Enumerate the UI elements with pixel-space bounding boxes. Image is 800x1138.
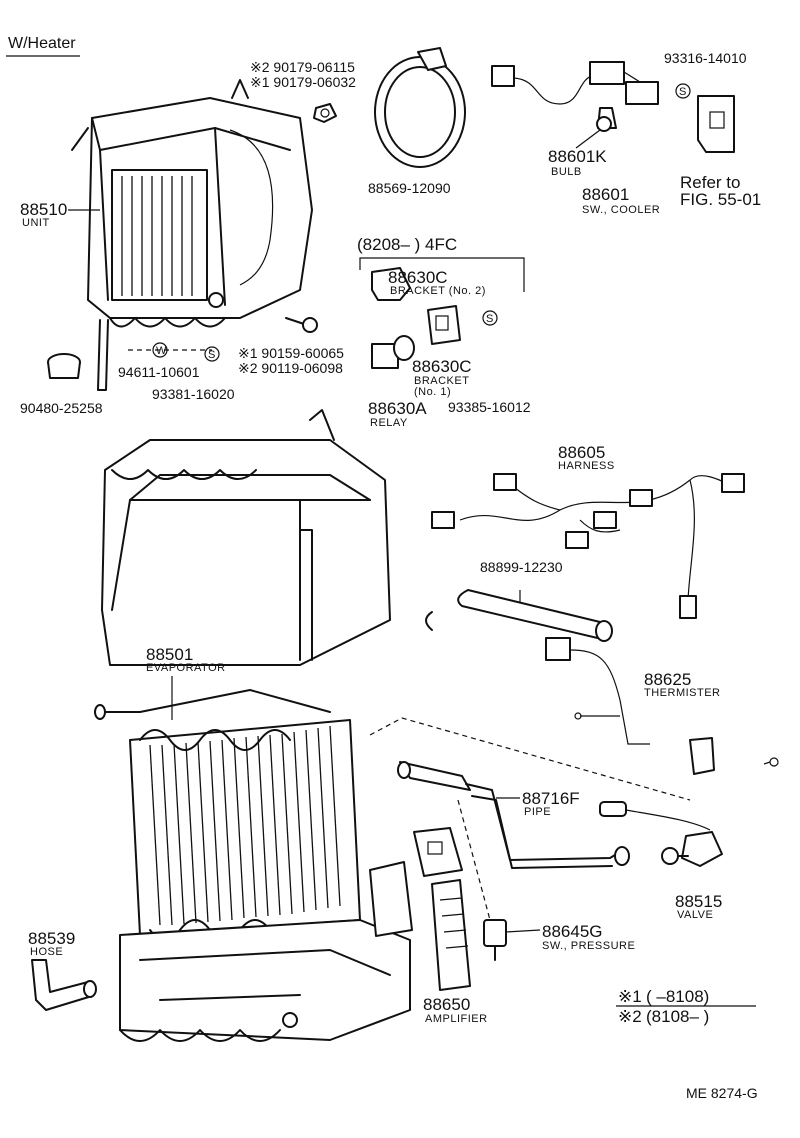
s-mark-93385: S [482,310,498,326]
clip-plate-drawing [689,737,715,775]
part-88899-12230: 88899-12230 [480,559,563,575]
nut-fastener-top [313,103,337,123]
valve-drawing [599,801,723,867]
lower-case-drawing [119,861,413,1042]
grommet-drawing [47,353,81,379]
part-88630c-bracket: BRACKET [414,375,469,387]
amplifier-bracket-drawing [413,827,463,877]
relay-drawing [371,335,415,369]
part-88601-sw-cooler: SW., COOLER [582,204,660,216]
cooler-switch-drawing [491,61,659,132]
part-88716f-pipe: PIPE [524,806,551,818]
part-88539-hose: HOSE [30,946,63,958]
small-clip-drawing [425,611,433,631]
figure-code: ME 8274-G [686,1085,758,1101]
part-88569-12090: 88569-12090 [368,180,451,196]
heater-unit-drawing [71,79,313,391]
part-88501: 88501 [146,645,193,664]
small-screw-drawing [763,757,779,767]
svg-text:S: S [486,313,494,325]
foam-tube-drawing [457,589,613,642]
part-88630c-no1: 88630C [412,357,472,376]
w-mark: W [152,342,168,358]
part-90179-06032: ※1 90179-06032 [250,74,356,90]
part-90119-06098: ※2 90119-06098 [238,360,343,376]
bracket-no2-drawing [371,267,411,301]
part-88601k: 88601K [548,147,607,166]
part-88650-amplifier: AMPLIFIER [425,1013,488,1025]
part-88630c-no1-sub: (No. 1) [414,386,451,398]
part-88510: 88510 [20,200,67,219]
part-88601k-bulb: BULB [551,166,582,178]
s-mark-93381: S [204,346,220,362]
part-88605-harness: HARNESS [558,460,615,472]
cover-plate-drawing [697,95,735,153]
refer-to-text: Refer to [680,173,740,192]
legend-range-2: (8108– ) [646,1007,709,1026]
part-88630a-relay: RELAY [370,417,408,429]
part-88501-evaporator: EVAPORATOR [146,662,226,674]
part-88539: 88539 [28,929,75,948]
dashed-leader-pressure [457,799,491,921]
part-88625-thermister: THERMISTER [644,687,721,699]
legend-mark-1: ※1 [618,987,642,1006]
svg-text:S: S [208,349,216,361]
hose-drawing [31,959,97,1011]
part-94611-10601: 94611-10601 [118,364,200,380]
pipe-drawing [397,761,630,869]
unit-housing-drawing [101,409,391,666]
bracket-no1-drawing [427,305,461,345]
part-93381-16020: 93381-16020 [152,386,235,402]
legend-mark-2: ※2 [618,1007,642,1026]
pressure-switch-drawing [483,919,541,961]
harness-drawing [431,473,745,619]
part-88601: 88601 [582,185,629,204]
bracket-frame [359,257,525,292]
part-93316-14010: 93316-14010 [664,50,747,66]
evaporator-drawing [94,689,361,941]
screw-drawing [285,317,318,333]
part-88645g-sw-pressure: SW., PRESSURE [542,940,635,952]
svg-text:S: S [679,86,687,98]
part-88630a: 88630A [368,399,427,418]
clamp-band-drawing [374,47,466,168]
dashed-leader-valve [369,717,691,801]
thermister-drawing [545,637,650,745]
part-90179-06115: ※2 90179-06115 [250,59,355,75]
part-88510-unit: UNIT [22,217,50,229]
svg-text:W: W [156,345,167,357]
part-90159-60065: ※1 90159-60065 [238,345,344,361]
header-title: W/Heater [8,35,76,52]
part-88625: 88625 [644,670,691,689]
refer-fig-text: FIG. 55-01 [680,190,761,209]
s-mark-93316: S [675,83,691,99]
part-88515-valve: VALVE [677,909,713,921]
part-88605: 88605 [558,443,605,462]
part-88515: 88515 [675,892,722,911]
range-4fc: (8208– ) 4FC [357,235,457,254]
legend-range-1: ( –8108) [646,987,709,1006]
amplifier-drawing [431,879,471,991]
part-88630c-bracket-no2: BRACKET (No. 2) [390,285,486,297]
part-93385-16012: 93385-16012 [448,399,531,415]
part-90480-25258: 90480-25258 [20,400,103,416]
part-88630c-no2: 88630C [388,268,448,287]
part-88645g: 88645G [542,922,603,941]
part-88650: 88650 [423,995,470,1014]
part-88716f: 88716F [522,789,580,808]
